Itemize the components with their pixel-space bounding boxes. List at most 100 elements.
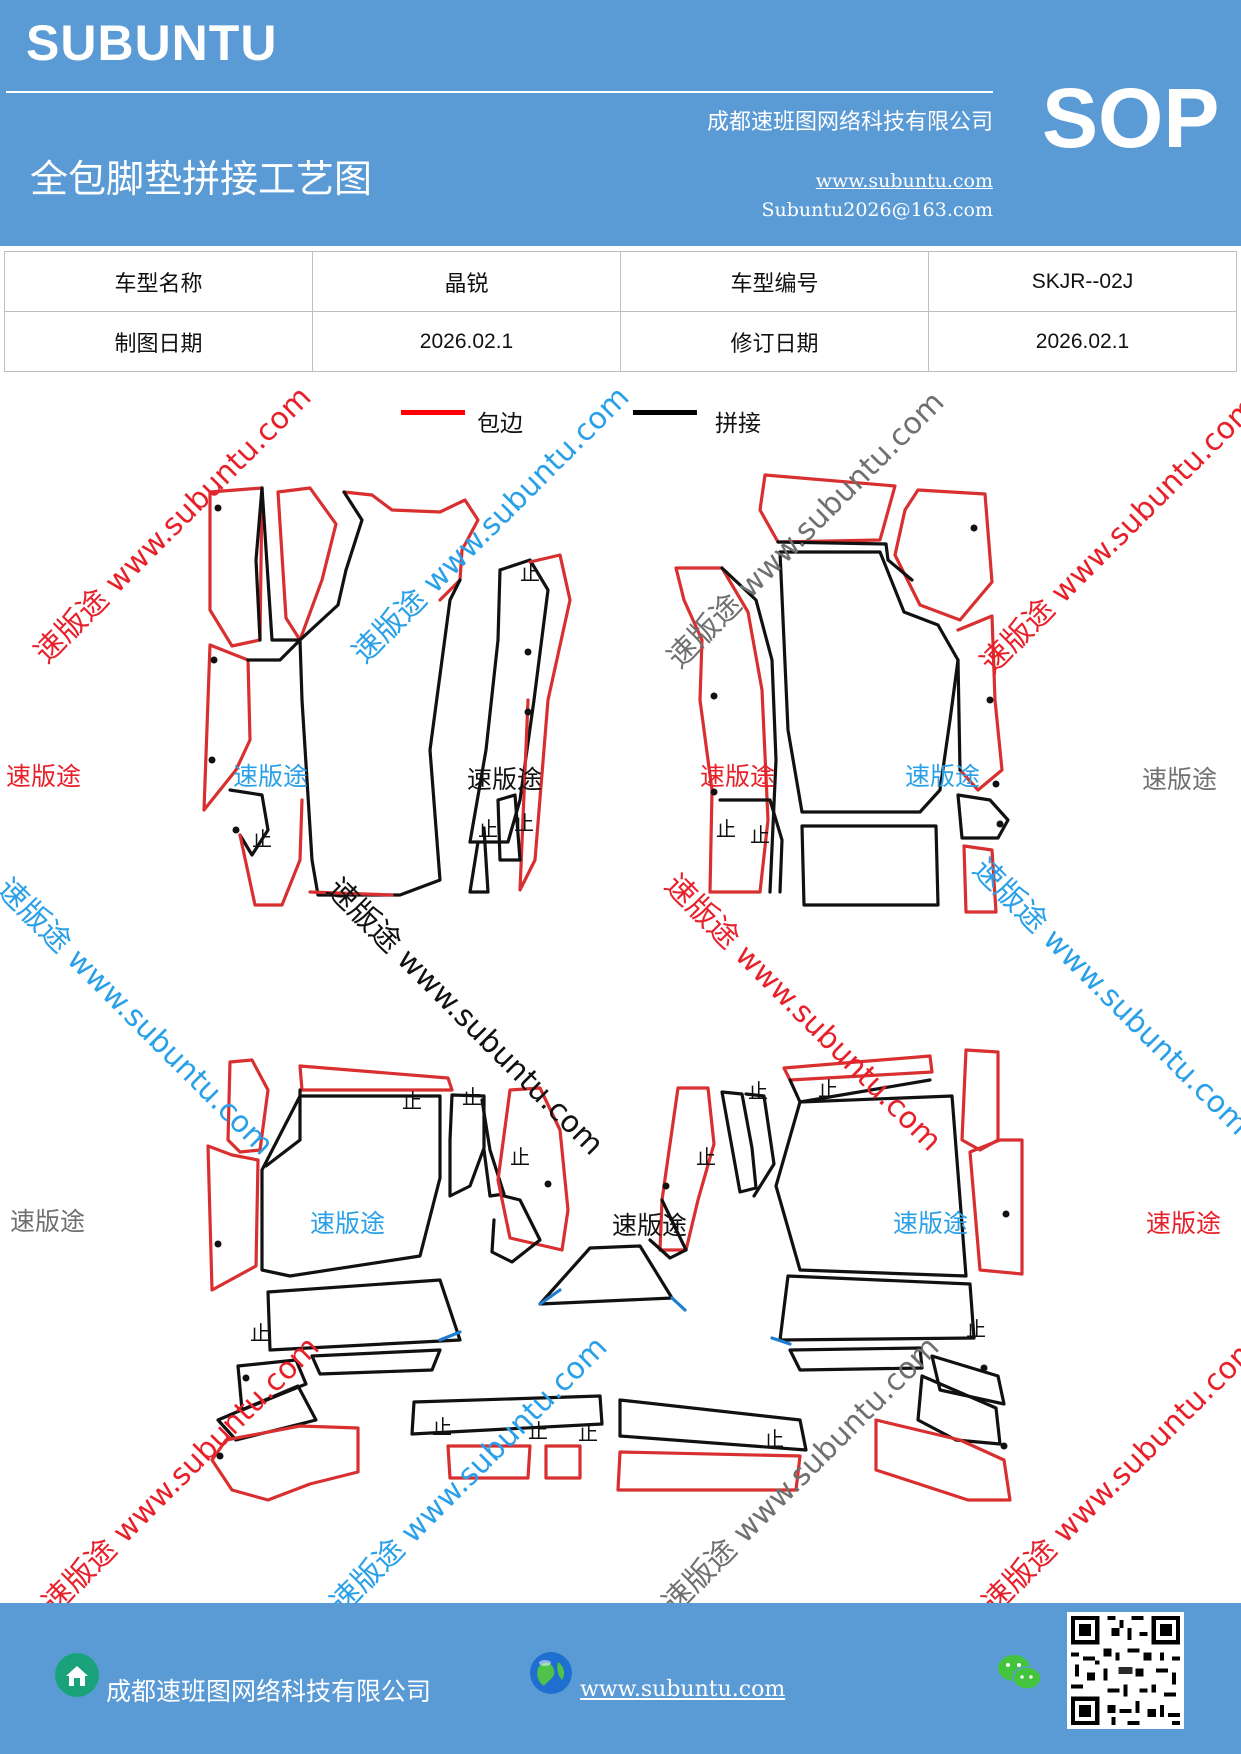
page-title: 全包脚垫拼接工艺图 — [30, 157, 373, 201]
mat-piece — [260, 486, 348, 642]
model-code-value: SKJR--02J — [928, 251, 1237, 312]
mat-piece — [276, 486, 338, 642]
globe-icon — [530, 1652, 572, 1694]
mat-piece — [720, 566, 778, 894]
mat-piece — [968, 1138, 1024, 1276]
mat-piece — [308, 890, 394, 897]
model-code-label: 车型编号 — [620, 251, 929, 312]
draw-date-label: 制图日期 — [4, 311, 313, 372]
mat-piece — [776, 540, 914, 582]
mat-piece — [956, 658, 962, 772]
stitch-mark: 止 — [578, 1421, 598, 1445]
mat-piece — [648, 1198, 688, 1260]
mat-piece — [788, 1346, 924, 1372]
mat-piece — [264, 1088, 302, 1168]
stitch-mark: 止 — [716, 817, 736, 841]
watermark-text: 速版途 — [700, 762, 776, 791]
stitch-mark: 止 — [510, 1145, 530, 1169]
mat-piece — [956, 793, 1010, 840]
watermark-text: 速版途 — [612, 1211, 688, 1240]
mat-piece — [448, 1093, 486, 1198]
header-email[interactable]: Subuntu2026@163.com — [761, 199, 993, 221]
mat-piece — [778, 550, 960, 814]
mat-piece — [342, 490, 480, 602]
watermark-text: 速版途 — [6, 762, 82, 791]
mat-piece — [718, 798, 784, 894]
stitch-mark: 止 — [514, 811, 534, 835]
legend-edge-line — [401, 410, 465, 415]
mat-piece — [956, 614, 1004, 792]
mat-piece — [216, 1384, 318, 1442]
watermark-text: 速版途 — [893, 1209, 969, 1238]
mat-piece — [254, 486, 264, 642]
wechat-icon — [998, 1655, 1042, 1690]
watermark-text: 速版途 — [1146, 1209, 1222, 1238]
stitch-mark: 止 — [750, 823, 770, 847]
mat-piece — [410, 1394, 604, 1436]
mat-piece — [658, 1086, 716, 1252]
mat-piece — [266, 1278, 462, 1352]
revise-date-label: 修订日期 — [620, 311, 929, 372]
mat-piece — [226, 1058, 270, 1154]
mat-piece — [298, 578, 462, 897]
mat-piece — [468, 826, 490, 894]
mat-piece — [496, 793, 522, 862]
legend-edge-label: 包边 — [477, 411, 523, 437]
stitch-mark: 止 — [252, 827, 272, 851]
home-icon — [55, 1653, 99, 1697]
mat-piece — [616, 1450, 802, 1492]
legend-join-label: 拼接 — [715, 411, 761, 437]
mat-piece — [518, 553, 572, 892]
mat-piece — [480, 1098, 506, 1198]
mat-piece — [674, 566, 770, 894]
mat-piece — [770, 1336, 792, 1346]
watermark-text: 速版途 — [1142, 765, 1218, 794]
qr-code-icon — [1067, 1612, 1184, 1729]
mat-piece — [206, 1144, 260, 1292]
footer-website-link[interactable]: www.subuntu.com — [580, 1677, 786, 1702]
mat-piece — [210, 1424, 360, 1502]
mat-piece — [468, 568, 502, 844]
mat-piece — [670, 1296, 687, 1312]
mat-piece — [744, 1092, 776, 1198]
watermark-text: 速版途 — [10, 1207, 86, 1236]
mat-piece — [238, 798, 304, 907]
mat-piece — [962, 844, 998, 914]
header-website-link[interactable]: www.subuntu.com — [815, 170, 993, 192]
mat-piece — [310, 1348, 442, 1376]
mat-piece — [544, 1444, 582, 1480]
model-name-label: 车型名称 — [4, 251, 313, 312]
mat-piece — [208, 486, 264, 648]
mat-piece — [202, 643, 252, 812]
mat-piece — [446, 1444, 532, 1480]
stitch-mark: 止 — [250, 1321, 270, 1345]
mat-piece — [774, 1094, 968, 1278]
stitch-mark: 止 — [520, 561, 540, 585]
qr-code[interactable] — [1067, 1612, 1184, 1729]
mat-piece — [246, 638, 302, 662]
stitch-mark: 止 — [528, 1419, 548, 1443]
mat-piece — [874, 1418, 1012, 1502]
mat-piece — [342, 490, 364, 572]
mat-piece — [260, 1094, 442, 1278]
mat-piece — [893, 488, 994, 622]
stitch-mark: 止 — [748, 1079, 768, 1103]
watermark-text: 速版途 — [310, 1209, 386, 1238]
mat-piece — [720, 1090, 758, 1194]
stitch-mark: 止 — [818, 1077, 838, 1101]
stitch-mark: 止 — [402, 1089, 422, 1113]
footer-company: 成都速班图网络科技有限公司 — [106, 1677, 432, 1706]
table-row: 制图日期 2026.02.1 修订日期 2026.02.1 — [4, 311, 1237, 372]
mat-piece — [538, 1244, 674, 1306]
info-table: 车型名称 晶锐 车型编号 SKJR--02J 制图日期 2026.02.1 修订… — [4, 251, 1237, 372]
mat-piece — [930, 1354, 1006, 1406]
mat-piece — [438, 1330, 462, 1342]
draw-date-value: 2026.02.1 — [312, 311, 621, 372]
header-company: 成都速班图网络科技有限公司 — [706, 110, 993, 135]
mat-piece — [778, 1274, 976, 1342]
legend-join-line — [633, 410, 697, 415]
mat-piece — [758, 473, 897, 544]
stitch-mark: 止 — [764, 1427, 784, 1451]
mat-piece — [960, 1048, 1000, 1152]
